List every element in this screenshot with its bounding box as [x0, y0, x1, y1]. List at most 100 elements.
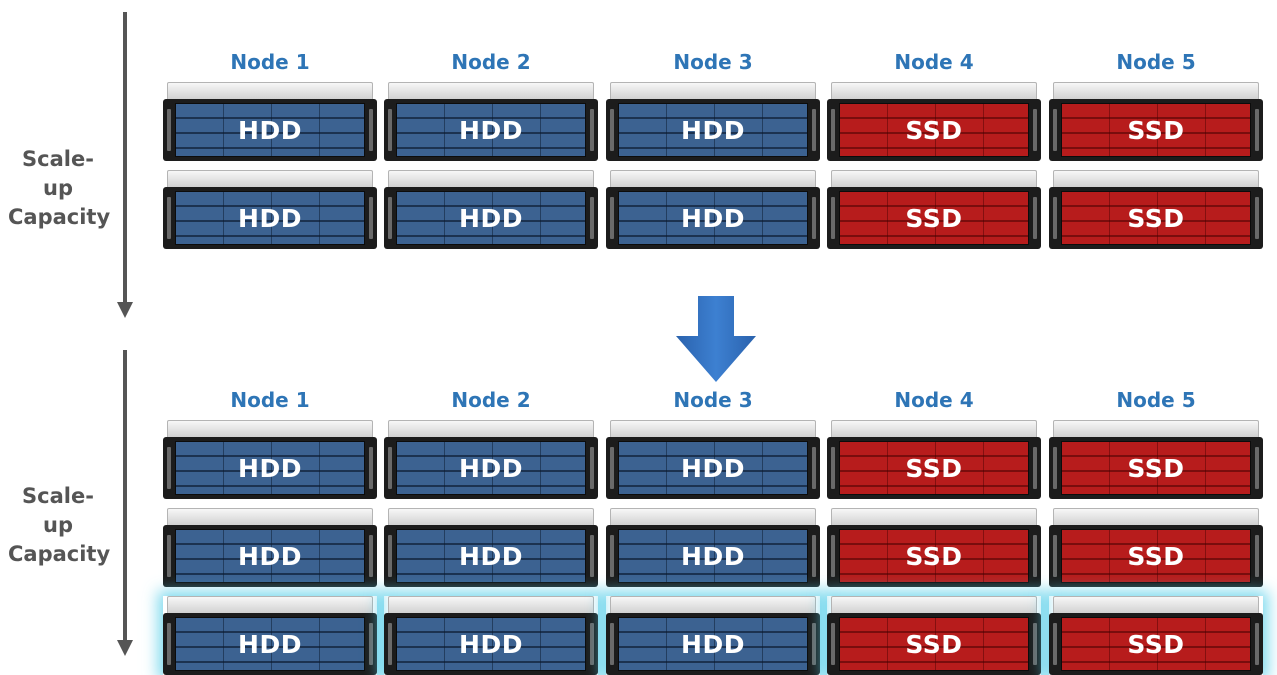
drive-type-label: HDD	[681, 453, 745, 483]
drive-type-label: HDD	[459, 629, 523, 659]
rack-ear-left	[610, 109, 614, 151]
rack-ear-left	[1053, 447, 1057, 489]
server-chassis: SSD	[827, 99, 1041, 161]
drive-type-label: SSD	[1127, 453, 1185, 483]
drive-type-label: SSD	[905, 541, 963, 571]
hdd-server: HDD	[606, 596, 820, 675]
drive-bay-panel: HDD	[396, 103, 586, 157]
server-top-panel	[167, 170, 373, 188]
server-chassis: HDD	[606, 613, 820, 675]
rack-ear-left	[1053, 197, 1057, 239]
rack-ear-right	[1255, 535, 1259, 577]
rack-ear-right	[369, 197, 373, 239]
server-chassis: SSD	[1049, 613, 1263, 675]
drive-bay-panel: SSD	[839, 617, 1029, 671]
drive-bay-panel: HDD	[175, 617, 365, 671]
rack-ear-right	[1255, 109, 1259, 151]
rack-ear-left	[167, 447, 171, 489]
server-chassis: HDD	[384, 99, 598, 161]
rack-ear-left	[831, 535, 835, 577]
hdd-server: HDD	[163, 596, 377, 675]
axis-label-top-line1: Scale-up	[22, 147, 94, 200]
rack-ear-right	[590, 197, 594, 239]
drive-bay-panel: HDD	[618, 529, 808, 583]
axis-label-top-line2: Capacity	[8, 205, 111, 229]
node-label: Node 4	[894, 388, 974, 412]
hdd-server: HDD	[606, 82, 820, 161]
rack-ear-right	[812, 197, 816, 239]
rack-ear-left	[831, 447, 835, 489]
node-label: Node 4	[894, 50, 974, 74]
ssd-server: SSD	[827, 82, 1041, 161]
drive-type-label: SSD	[905, 629, 963, 659]
node-label: Node 1	[230, 388, 310, 412]
server-top-panel	[1053, 170, 1259, 188]
drive-type-label: SSD	[1127, 203, 1185, 233]
server-chassis: SSD	[827, 437, 1041, 499]
drive-bay-panel: SSD	[1061, 441, 1251, 495]
server-top-panel	[388, 596, 594, 614]
rack-ear-left	[1053, 535, 1057, 577]
server-top-panel	[167, 508, 373, 526]
server-top-panel	[610, 170, 816, 188]
drive-bay-panel: HDD	[618, 617, 808, 671]
rack-ear-right	[1033, 623, 1037, 665]
rack-ear-right	[590, 623, 594, 665]
rack-ear-left	[167, 109, 171, 151]
drive-type-label: HDD	[238, 541, 302, 571]
hdd-server: HDD	[163, 420, 377, 499]
hdd-server: HDD	[163, 508, 377, 587]
hdd-server: HDD	[384, 420, 598, 499]
drive-type-label: SSD	[1127, 541, 1185, 571]
rack-ear-right	[812, 447, 816, 489]
hdd-server: HDD	[384, 596, 598, 675]
drive-bay-panel: HDD	[618, 103, 808, 157]
server-top-panel	[831, 82, 1037, 100]
drive-bay-panel: SSD	[839, 441, 1029, 495]
server-chassis: HDD	[384, 613, 598, 675]
server-top-panel	[610, 420, 816, 438]
rack-ear-right	[1255, 197, 1259, 239]
node-label: Node 3	[673, 50, 753, 74]
server-chassis: HDD	[163, 525, 377, 587]
rack-ear-left	[831, 197, 835, 239]
rack-ear-left	[388, 447, 392, 489]
server-chassis: HDD	[163, 613, 377, 675]
drive-type-label: HDD	[681, 629, 745, 659]
server-chassis: SSD	[1049, 437, 1263, 499]
node-label: Node 5	[1116, 50, 1196, 74]
server-top-panel	[610, 82, 816, 100]
rack-ear-right	[1033, 535, 1037, 577]
ssd-server: SSD	[1049, 596, 1263, 675]
rack-ear-left	[831, 623, 835, 665]
drive-type-label: HDD	[681, 203, 745, 233]
drive-bay-panel: SSD	[1061, 191, 1251, 245]
rack-ear-right	[369, 623, 373, 665]
server-chassis: HDD	[163, 187, 377, 249]
drive-type-label: HDD	[238, 203, 302, 233]
rack-ear-left	[1053, 623, 1057, 665]
drive-type-label: HDD	[238, 453, 302, 483]
drive-bay-panel: SSD	[1061, 529, 1251, 583]
rack-ear-left	[610, 197, 614, 239]
server-chassis: HDD	[606, 525, 820, 587]
node-label: Node 5	[1116, 388, 1196, 412]
rack-ear-right	[590, 535, 594, 577]
drive-bay-panel: SSD	[839, 103, 1029, 157]
drive-bay-panel: SSD	[839, 191, 1029, 245]
rack-ear-left	[167, 535, 171, 577]
server-chassis: SSD	[827, 613, 1041, 675]
rack-ear-left	[831, 109, 835, 151]
server-top-panel	[610, 596, 816, 614]
server-top-panel	[831, 508, 1037, 526]
hdd-server: HDD	[384, 508, 598, 587]
hdd-server: HDD	[606, 170, 820, 249]
drive-bay-panel: HDD	[618, 441, 808, 495]
server-top-panel	[388, 420, 594, 438]
drive-type-label: HDD	[459, 453, 523, 483]
rack-ear-left	[610, 623, 614, 665]
drive-type-label: HDD	[238, 115, 302, 145]
drive-type-label: SSD	[905, 115, 963, 145]
drive-type-label: SSD	[905, 453, 963, 483]
rack-ear-left	[388, 197, 392, 239]
